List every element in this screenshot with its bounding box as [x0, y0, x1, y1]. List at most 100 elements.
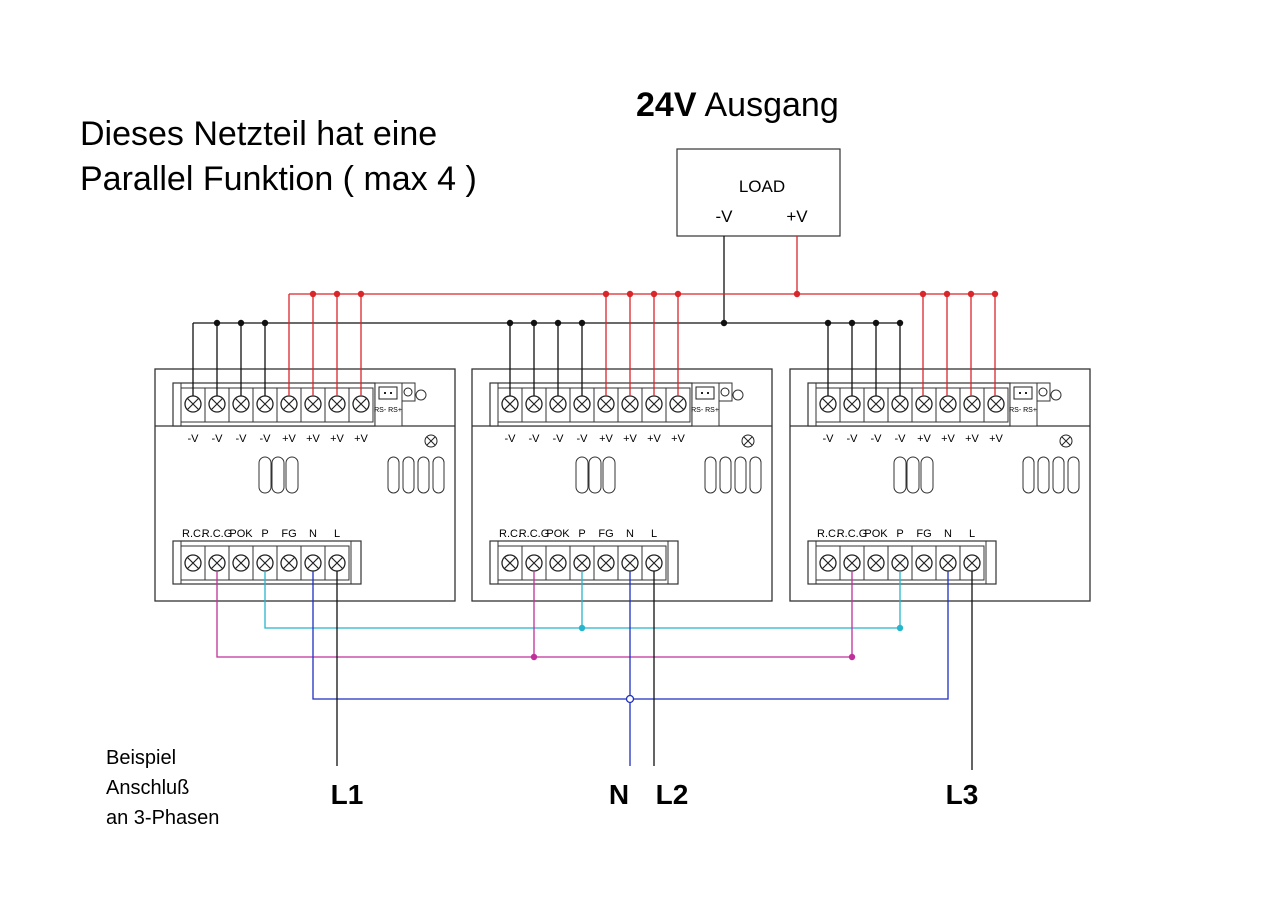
- input-terminal-label: P: [578, 528, 585, 540]
- junction-dot: [578, 624, 586, 632]
- junction-dot: [530, 319, 538, 327]
- vent-slot: [285, 456, 299, 494]
- junction-dot: [261, 319, 269, 327]
- label-l2: L2: [656, 779, 689, 810]
- output-terminal-label: -V: [847, 433, 859, 445]
- adjust-pot-icon: [720, 387, 730, 397]
- input-terminal-label: P: [896, 528, 903, 540]
- output-heading-text: Ausgang: [705, 86, 839, 124]
- wires: [192, 236, 999, 770]
- junction-dot: [213, 319, 221, 327]
- input-terminal-label: R.C.: [499, 528, 521, 540]
- junction-dot: [650, 290, 658, 298]
- output-terminal-label: -V: [871, 433, 883, 445]
- output-heading-voltage: 24V: [636, 86, 697, 124]
- output-terminal-label: +V: [354, 433, 368, 445]
- output-terminal-label: -V: [577, 433, 589, 445]
- output-terminal-label: -V: [553, 433, 565, 445]
- input-terminal-label: P: [261, 528, 268, 540]
- vent-slot: [417, 456, 430, 494]
- junction-dot: [720, 319, 728, 327]
- sense-label: RS- RS+: [691, 407, 719, 414]
- input-terminal-label: POK: [229, 528, 253, 540]
- output-terminal-label: -V: [505, 433, 517, 445]
- junction-dot: [991, 290, 999, 298]
- vent-slot: [402, 456, 415, 494]
- output-terminal-label: +V: [989, 433, 1003, 445]
- input-terminal-label: POK: [864, 528, 888, 540]
- output-terminal-label: +V: [623, 433, 637, 445]
- title-line-2: Parallel Funktion ( max 4 ): [80, 160, 477, 198]
- junction-dot: [896, 624, 904, 632]
- vent-slot: [906, 456, 920, 494]
- junction-dot: [578, 319, 586, 327]
- junction-dot: [824, 319, 832, 327]
- input-terminal-label: R.C.G: [837, 528, 868, 540]
- output-terminal-label: -V: [895, 433, 907, 445]
- load-plus-label: +V: [786, 207, 808, 226]
- note-line-1: Beispiel: [106, 747, 176, 769]
- label-n: N: [609, 779, 629, 810]
- label-l3: L3: [946, 779, 979, 810]
- junction-dot: [943, 290, 951, 298]
- junction-dot: [626, 290, 634, 298]
- junction-dot: [309, 290, 317, 298]
- note-line-2: Anschluß: [106, 777, 189, 799]
- sense-label: RS- RS+: [1009, 407, 1037, 414]
- junction-dot: [333, 290, 341, 298]
- output-terminal-label: +V: [941, 433, 955, 445]
- input-terminal-label: FG: [916, 528, 931, 540]
- vent-slot: [387, 456, 400, 494]
- junction-dot: [896, 319, 904, 327]
- junction-dot: [506, 319, 514, 327]
- vent-slot: [719, 456, 732, 494]
- output-terminal-label: -V: [823, 433, 835, 445]
- junction-dot: [919, 290, 927, 298]
- junction-dot: [530, 653, 538, 661]
- output-terminal-label: +V: [306, 433, 320, 445]
- input-terminal-label: R.C.: [182, 528, 204, 540]
- adjust-pot-icon: [1038, 387, 1048, 397]
- input-terminal-label: R.C.G: [519, 528, 550, 540]
- mounting-hole: [732, 389, 744, 401]
- input-terminal-label: L: [651, 528, 657, 540]
- vent-slot: [920, 456, 934, 494]
- title-line-1: Dieses Netzteil hat eine: [80, 115, 437, 153]
- sense-label: RS- RS+: [374, 407, 402, 414]
- vent-slot: [588, 456, 602, 494]
- input-terminal-label: N: [944, 528, 952, 540]
- input-terminal-label: FG: [281, 528, 296, 540]
- mounting-hole: [1050, 389, 1062, 401]
- junction-dot: [357, 290, 365, 298]
- junction-dot: [848, 653, 856, 661]
- junction-dot: [237, 319, 245, 327]
- input-terminal-label: L: [334, 528, 340, 540]
- output-terminal-label: -V: [529, 433, 541, 445]
- output-terminal-label: +V: [917, 433, 931, 445]
- junction-dot: [554, 319, 562, 327]
- output-terminal-label: -V: [212, 433, 224, 445]
- note-line-3: an 3-Phasen: [106, 807, 219, 829]
- input-terminal-label: R.C.G: [202, 528, 233, 540]
- input-terminal-label: FG: [598, 528, 613, 540]
- junction-dot: [848, 319, 856, 327]
- vent-slot: [704, 456, 717, 494]
- input-terminal-label: N: [626, 528, 634, 540]
- junction-dot: [602, 290, 610, 298]
- output-terminal-label: +V: [330, 433, 344, 445]
- junction-dot: [674, 290, 682, 298]
- input-terminal-label: POK: [546, 528, 570, 540]
- output-terminal-label: -V: [236, 433, 248, 445]
- vent-slot: [893, 456, 907, 494]
- input-terminal-label: N: [309, 528, 317, 540]
- output-terminal-label: +V: [671, 433, 685, 445]
- vent-slot: [1052, 456, 1065, 494]
- vent-slot: [271, 456, 285, 494]
- neutral-junction: [625, 694, 635, 704]
- output-terminal-label: +V: [282, 433, 296, 445]
- input-terminal-label: R.C.: [817, 528, 839, 540]
- vent-slot: [575, 456, 589, 494]
